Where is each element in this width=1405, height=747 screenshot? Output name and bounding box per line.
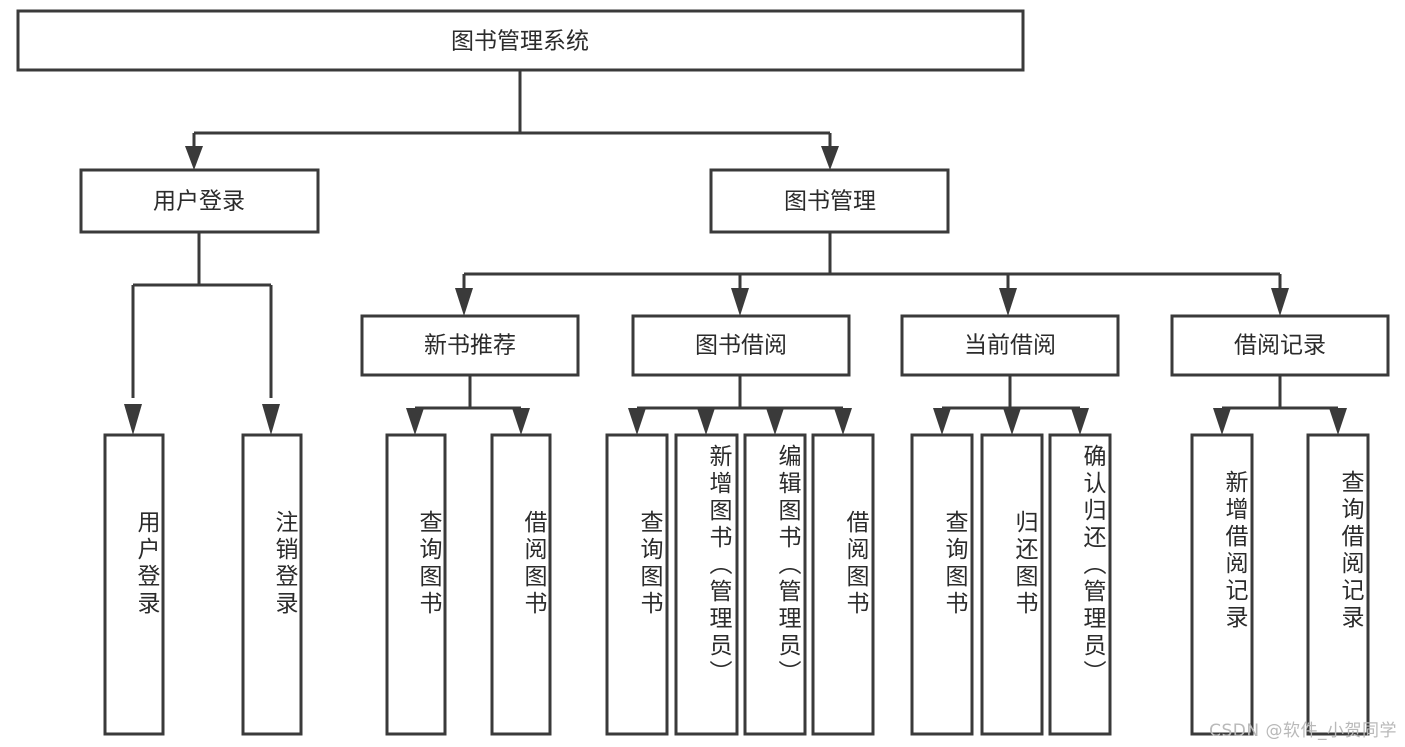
leaf-box-query-book-1[interactable] <box>385 433 447 736</box>
arrow-bookborrow <box>731 288 749 316</box>
leaf-box-user-login[interactable] <box>103 433 165 736</box>
node-user-login[interactable]: 用户登录 <box>79 168 320 234</box>
arrow-leaf-query-record <box>1329 408 1347 435</box>
leaf-box-add-record[interactable] <box>1190 433 1254 736</box>
arrow-book-manage <box>821 146 839 170</box>
arrow-leaf-logout <box>262 404 280 435</box>
arrow-borrowrecord <box>1271 288 1289 316</box>
node-new-book-recommend[interactable]: 新书推荐 <box>360 314 580 377</box>
arrow-newbook <box>455 288 473 316</box>
node-book-manage-label: 图书管理 <box>784 189 876 215</box>
arrow-leaf-borrow-book-1 <box>512 408 530 435</box>
leaf-box-borrow-book-1[interactable] <box>490 433 552 736</box>
arrow-leaf-add-record <box>1213 408 1231 435</box>
csdn-watermark: CSDN @软件_小贺同学 <box>1209 721 1397 741</box>
node-book-borrow[interactable]: 图书借阅 <box>631 314 851 377</box>
leaf-box-query-record[interactable] <box>1306 433 1370 736</box>
leaf-box-confirm-return[interactable] <box>1048 433 1112 736</box>
node-new-book-recommend-label: 新书推荐 <box>424 333 516 359</box>
node-book-borrow-box[interactable] <box>631 314 851 377</box>
connectors <box>124 70 1347 435</box>
arrow-user-login <box>185 146 203 170</box>
arrow-leaf-confirm-return <box>1071 408 1089 435</box>
arrow-currentborrow <box>999 288 1017 316</box>
leaf-box-return-book[interactable] <box>980 433 1044 736</box>
leaf-box-edit-book[interactable] <box>743 433 807 736</box>
leaf-box-add-book[interactable] <box>674 433 739 736</box>
node-book-manage[interactable]: 图书管理 <box>709 168 950 234</box>
arrow-leaf-user-login <box>124 404 142 435</box>
node-current-borrow-box[interactable] <box>900 314 1120 377</box>
node-borrow-record-label: 借阅记录 <box>1234 333 1326 359</box>
node-root-label: 图书管理系统 <box>451 29 589 55</box>
node-current-borrow[interactable]: 当前借阅 <box>900 314 1120 377</box>
node-book-borrow-label: 图书借阅 <box>695 333 787 359</box>
arrow-leaf-query-book-3 <box>933 408 951 435</box>
arrow-leaf-query-book-1 <box>406 408 424 435</box>
arrow-leaf-query-book-2 <box>628 408 646 435</box>
arrow-leaf-add-book <box>697 408 715 435</box>
node-new-book-recommend-box[interactable] <box>360 314 580 377</box>
node-user-login-label: 用户登录 <box>153 189 245 215</box>
leaf-box-borrow-book-2[interactable] <box>811 433 875 736</box>
node-user-login-box[interactable] <box>79 168 320 234</box>
leaf-box-query-book-2[interactable] <box>605 433 669 736</box>
arrow-leaf-return-book <box>1003 408 1021 435</box>
node-root-box[interactable] <box>16 9 1025 72</box>
node-borrow-record[interactable]: 借阅记录 <box>1170 314 1390 377</box>
leaf-box-query-book-3[interactable] <box>910 433 974 736</box>
leaf-box-logout[interactable] <box>241 433 303 736</box>
node-book-manage-box[interactable] <box>709 168 950 234</box>
arrow-leaf-borrow-book-2 <box>834 408 852 435</box>
node-borrow-record-box[interactable] <box>1170 314 1390 377</box>
node-root[interactable]: 图书管理系统 <box>16 9 1025 72</box>
arrow-leaf-edit-book <box>766 408 784 435</box>
node-current-borrow-label: 当前借阅 <box>964 333 1056 359</box>
